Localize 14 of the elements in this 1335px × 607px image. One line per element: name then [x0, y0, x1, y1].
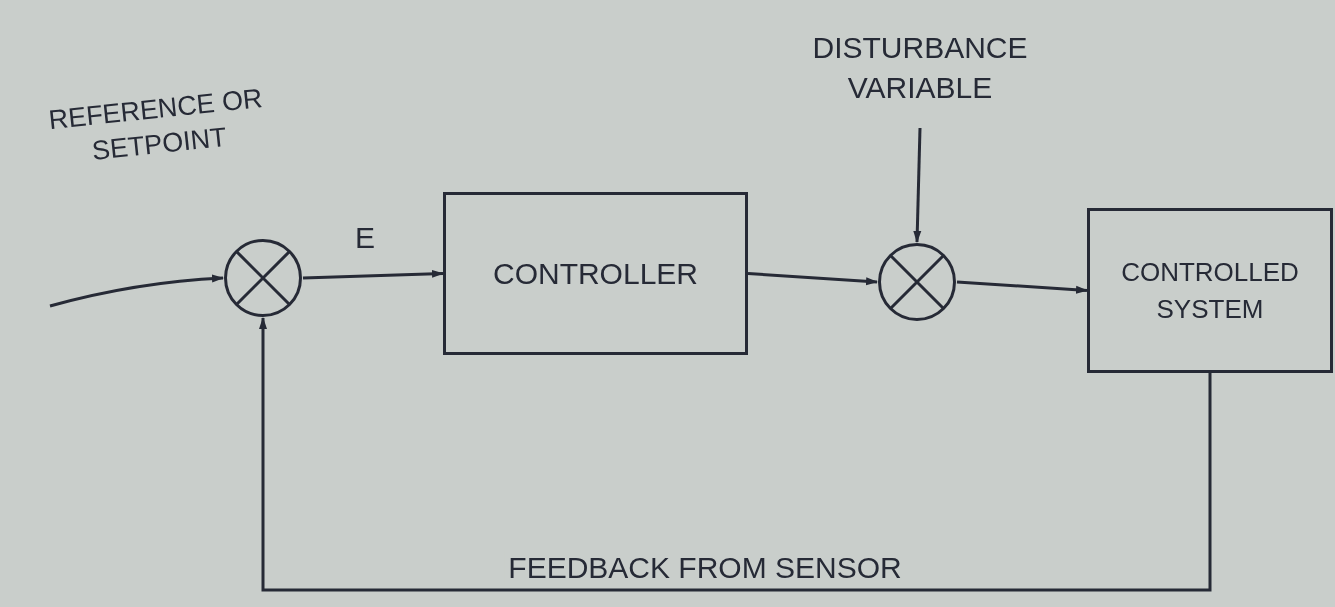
- block-box: [1087, 208, 1333, 373]
- input-label: REFERENCE OR SETPOINT: [46, 81, 265, 168]
- summing-junction: [223, 238, 303, 318]
- signal-arrow: [956, 280, 1088, 294]
- block-box: [443, 192, 748, 355]
- signal-arrow: [259, 317, 1212, 592]
- block-label: CONTROLLED SYSTEM: [1120, 256, 1300, 326]
- signal-arrow: [913, 127, 922, 243]
- signal-arrow: [302, 269, 444, 280]
- block-label: CONTROLLER: [492, 255, 698, 292]
- signal-arrow: [747, 272, 878, 286]
- summing-junction: [877, 242, 957, 322]
- signal-arrow: [49, 274, 224, 308]
- input-label: DISTURBANCE VARIABLE: [811, 29, 1029, 106]
